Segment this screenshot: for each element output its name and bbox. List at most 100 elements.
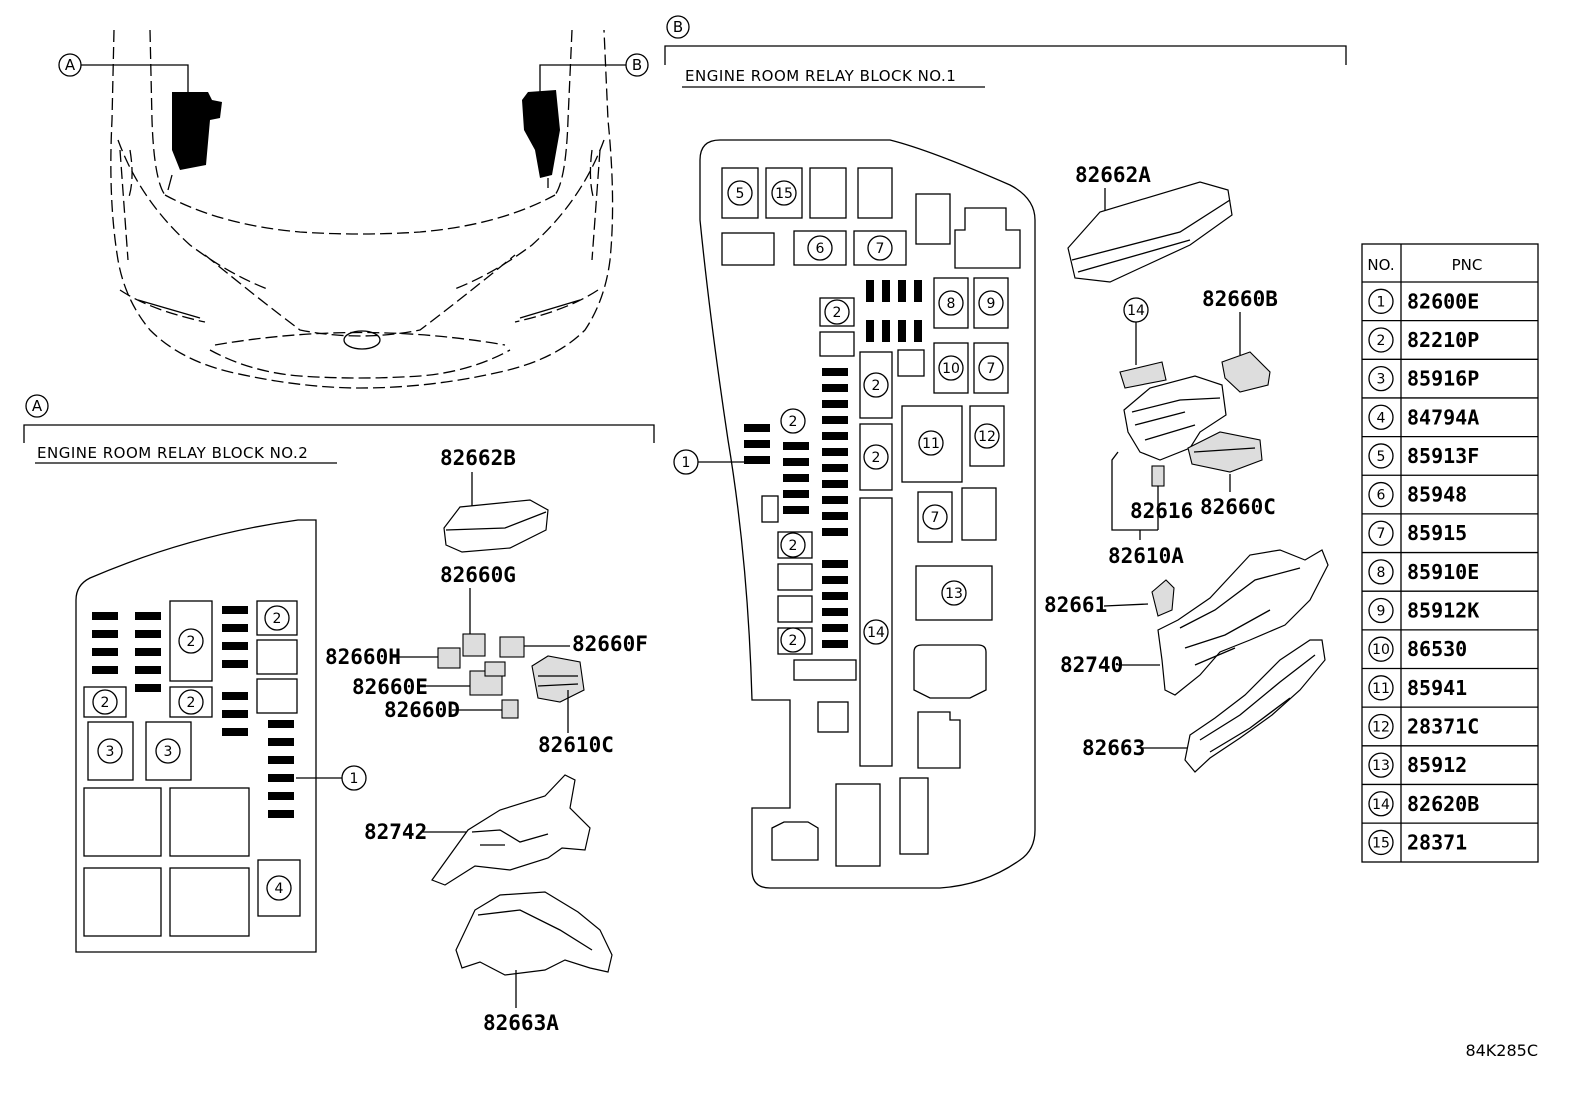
b2-n2-a: 2 bbox=[187, 634, 196, 650]
b2-n2-d: 2 bbox=[187, 695, 196, 711]
table-row-number: 4 bbox=[1377, 410, 1386, 426]
table-row-pnc: 85913F bbox=[1407, 444, 1479, 468]
pn-82663: 82663 bbox=[1082, 736, 1145, 760]
table-row-number: 9 bbox=[1377, 604, 1386, 620]
b1-n14-b: 14 bbox=[1127, 303, 1145, 319]
b1-n1: 1 bbox=[682, 455, 691, 471]
b2-n2-b: 2 bbox=[273, 611, 282, 627]
table-header-pnc: PNC bbox=[1452, 256, 1483, 274]
b1-n7-c: 7 bbox=[931, 510, 940, 526]
b1-n10: 10 bbox=[942, 361, 960, 377]
pn-82660E: 82660E bbox=[352, 675, 428, 699]
table-row-number-circle bbox=[1368, 675, 1394, 701]
table-row-pnc: 85948 bbox=[1407, 483, 1467, 507]
b1-n15: 15 bbox=[775, 186, 793, 202]
table-row-number-circle bbox=[1368, 636, 1394, 662]
b1-n2-f: 2 bbox=[789, 633, 798, 649]
section-a-letter: A bbox=[32, 397, 43, 415]
table-row-pnc: 85941 bbox=[1407, 676, 1467, 700]
table-row-number: 5 bbox=[1377, 449, 1386, 465]
b2-n1: 1 bbox=[350, 771, 359, 787]
section-a-title: ENGINE ROOM RELAY BLOCK NO.2 bbox=[37, 444, 308, 462]
b1-n14-a: 14 bbox=[867, 625, 885, 641]
table-row-number-circle bbox=[1368, 365, 1394, 392]
table-row-number: 3 bbox=[1377, 372, 1386, 388]
b1-n2-a: 2 bbox=[833, 305, 842, 321]
table-row-number: 15 bbox=[1372, 835, 1390, 851]
table-row-number: 13 bbox=[1372, 758, 1390, 774]
pn-82660D: 82660D bbox=[384, 698, 460, 722]
table-row-number: 12 bbox=[1372, 719, 1390, 735]
block1-parts: 82662A 14 82660B 82616 82660C 82610A 826… bbox=[1044, 163, 1329, 773]
table-row-pnc: 86530 bbox=[1407, 637, 1467, 661]
pn-82610A: 82610A bbox=[1108, 544, 1184, 568]
b2-n2-c: 2 bbox=[101, 695, 110, 711]
pn-82742: 82742 bbox=[364, 820, 427, 844]
table-row-number-circle bbox=[1368, 520, 1394, 546]
pn-82661: 82661 bbox=[1044, 593, 1107, 617]
table-row-number-circle bbox=[1368, 481, 1394, 508]
b2-n3-b: 3 bbox=[164, 744, 173, 760]
b1-n2-c: 2 bbox=[789, 414, 798, 430]
pn-82662B: 82662B bbox=[440, 446, 516, 470]
pn-82660F: 82660F bbox=[572, 632, 648, 656]
b1-n2-d: 2 bbox=[872, 450, 881, 466]
table-row-pnc: 82210P bbox=[1407, 328, 1479, 352]
table-row-pnc: 28371 bbox=[1407, 830, 1467, 854]
b1-n11: 11 bbox=[922, 436, 940, 452]
table-row-number-circle bbox=[1368, 791, 1394, 817]
table-header-no: NO. bbox=[1367, 256, 1394, 274]
table-row-number: 10 bbox=[1372, 642, 1390, 658]
b1-n6: 6 bbox=[816, 241, 825, 257]
b1-n9: 9 bbox=[987, 296, 996, 312]
table-row-number-circle bbox=[1368, 713, 1394, 740]
table-row-number-circle bbox=[1368, 404, 1394, 430]
b1-n8: 8 bbox=[947, 296, 956, 312]
table-row-pnc: 85915 bbox=[1407, 521, 1467, 545]
table-row-pnc: 85912K bbox=[1407, 599, 1479, 623]
pn-82660C: 82660C bbox=[1200, 495, 1276, 519]
b2-n3-a: 3 bbox=[106, 744, 115, 760]
table-row-number-circle bbox=[1368, 597, 1394, 624]
pn-82660G: 82660G bbox=[440, 563, 516, 587]
b1-n7-a: 7 bbox=[876, 241, 885, 257]
callout-a-label: A bbox=[65, 56, 76, 74]
pn-82740: 82740 bbox=[1060, 653, 1123, 677]
b1-n7-b: 7 bbox=[987, 361, 996, 377]
table-row-number: 14 bbox=[1372, 797, 1390, 813]
table-row-pnc: 85912 bbox=[1407, 753, 1467, 777]
section-b-title: ENGINE ROOM RELAY BLOCK NO.1 bbox=[685, 67, 956, 85]
table-row-number-circle bbox=[1368, 327, 1394, 353]
pn-82662A: 82662A bbox=[1075, 163, 1151, 187]
table-row-pnc: 84794A bbox=[1407, 405, 1479, 429]
block2-parts: 82662B 82660G 82660H 82660F 82660E 82660… bbox=[325, 446, 648, 1035]
callout-b-label: B bbox=[632, 56, 642, 74]
b1-n13: 13 bbox=[945, 586, 963, 602]
pn-82660H: 82660H bbox=[325, 645, 401, 669]
vehicle-front-view: A B bbox=[58, 29, 649, 389]
table-row-number-circle bbox=[1368, 752, 1394, 778]
table-row-pnc: 82620B bbox=[1407, 792, 1479, 816]
b1-n5: 5 bbox=[736, 186, 745, 202]
table-row-number: 7 bbox=[1377, 526, 1386, 542]
pn-82663A: 82663A bbox=[483, 1011, 559, 1035]
diagram-code: 84K285C bbox=[1465, 1041, 1538, 1060]
table-row-number: 11 bbox=[1372, 681, 1390, 697]
table-row-pnc: 28371C bbox=[1407, 714, 1479, 738]
table-row-number: 2 bbox=[1377, 333, 1386, 349]
section-b-header: B ENGINE ROOM RELAY BLOCK NO.1 bbox=[664, 15, 1347, 88]
pn-82610C: 82610C bbox=[538, 733, 614, 757]
table-row-number-circle bbox=[1368, 443, 1394, 469]
b2-n4: 4 bbox=[275, 881, 284, 897]
table-row-pnc: 82600E bbox=[1407, 289, 1479, 313]
section-a-header: A ENGINE ROOM RELAY BLOCK NO.2 bbox=[23, 394, 655, 464]
table-row-number: 8 bbox=[1377, 565, 1386, 581]
table-row-number-circle bbox=[1368, 829, 1394, 856]
table-row-number: 6 bbox=[1377, 488, 1386, 504]
b1-n12: 12 bbox=[978, 429, 996, 445]
b1-n2-e: 2 bbox=[789, 538, 798, 554]
b1-n2-b: 2 bbox=[872, 378, 881, 394]
